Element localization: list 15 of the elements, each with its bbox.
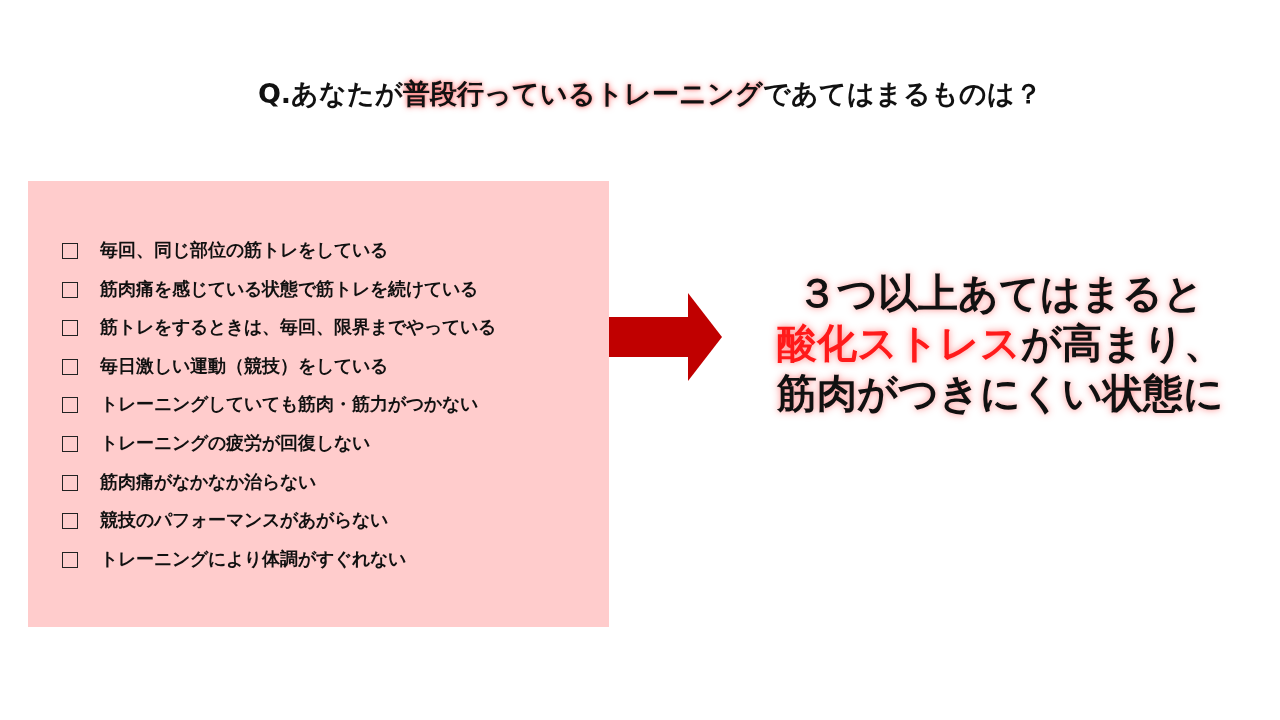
checklist-item: 筋肉痛がなかなか治らない [100, 470, 316, 493]
result-statement: 酸化ストレスが高まり、 [775, 319, 1225, 368]
checklist-item: 筋肉痛を感じている状態で筋トレを続けている [100, 277, 478, 300]
block-arrow [609, 293, 722, 381]
checklist-panel [28, 181, 609, 627]
result-statement: ３つ以上あてはまると [795, 269, 1205, 318]
checklist-item: トレーニングにより体調がすぐれない [100, 547, 406, 570]
checklist-item: 毎日激しい運動（競技）をしている [100, 354, 388, 377]
question-heading: Q.あなたが普段行っているトレーニングであてはまるものは？ [256, 77, 1044, 111]
checklist-item: 毎回、同じ部位の筋トレをしている [100, 239, 388, 261]
checklist-item: 競技のパフォーマンスがあがらない [100, 509, 388, 532]
result-statement: 筋肉がつきにくい状態に [775, 369, 1225, 418]
checklist-item: トレーニングしていても筋肉・筋力がつかない [100, 393, 478, 416]
checklist-item: トレーニングの疲労が回復しない [100, 432, 370, 454]
checklist-item: 筋トレをするときは、毎回、限界までやっている [100, 316, 496, 339]
